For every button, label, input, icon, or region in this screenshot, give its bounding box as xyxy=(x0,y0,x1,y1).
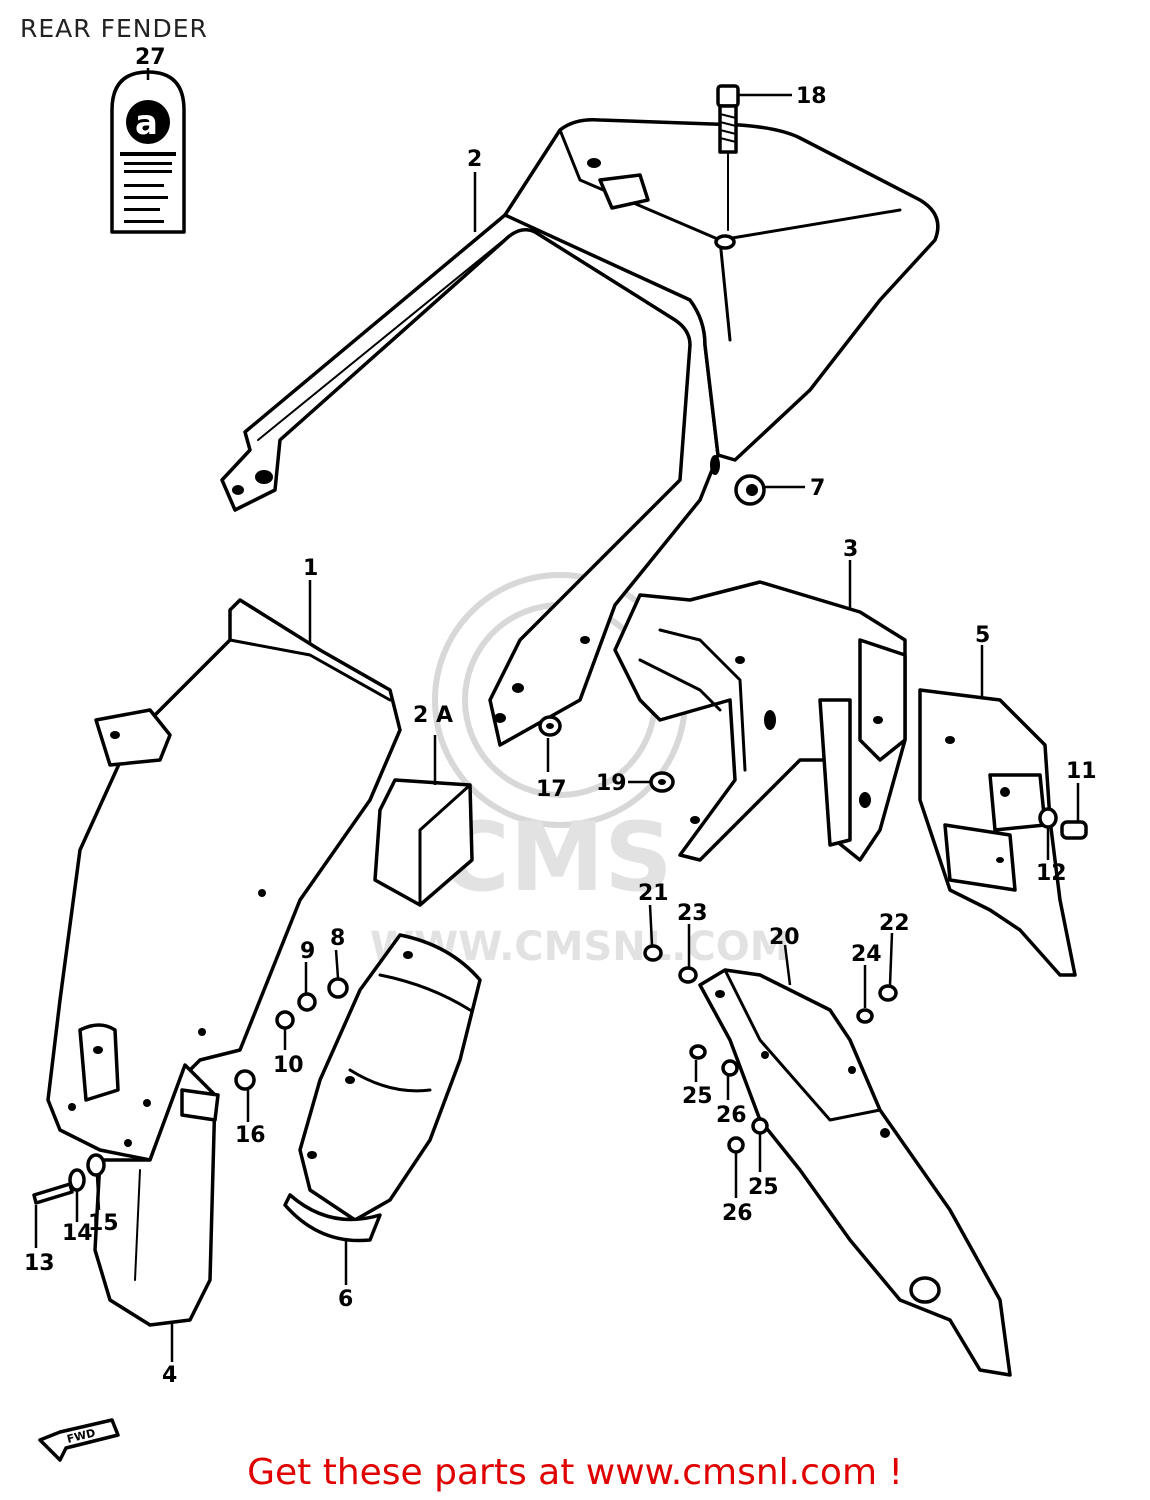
callout-25-b: 25 xyxy=(748,1175,779,1200)
part-24-washer xyxy=(856,1008,874,1024)
callout-23: 23 xyxy=(677,901,708,926)
callout-8: 8 xyxy=(330,926,345,951)
callout-10: 10 xyxy=(273,1053,304,1078)
part-4-mud-flap xyxy=(93,1063,220,1327)
callout-11: 11 xyxy=(1066,759,1097,784)
callout-2a: 2 A xyxy=(413,703,453,728)
callout-9: 9 xyxy=(300,939,315,964)
part-21-screw xyxy=(643,944,663,962)
leader-lines xyxy=(34,68,1080,1362)
callout-22: 22 xyxy=(879,911,910,936)
part-6-inner-fender xyxy=(283,933,482,1243)
footer-link-text[interactable]: Get these parts at www.cmsnl.com ! xyxy=(247,1452,903,1493)
part-8-bolt xyxy=(327,977,349,999)
callout-12: 12 xyxy=(1036,861,1067,886)
part-22-screw xyxy=(878,984,898,1002)
part-16-washer xyxy=(234,1069,256,1091)
part-2a-pad xyxy=(373,778,474,907)
part-19-nut xyxy=(649,771,675,793)
part-13-screw xyxy=(32,1182,74,1205)
part-7-grommet xyxy=(734,474,766,506)
callout-6: 6 xyxy=(338,1287,353,1312)
forward-arrow-icon: FWD xyxy=(38,1418,120,1462)
callout-14: 14 xyxy=(62,1221,93,1246)
callout-20: 20 xyxy=(769,925,800,950)
callout-13: 13 xyxy=(24,1251,55,1276)
callout-3: 3 xyxy=(843,537,858,562)
part-25-washer-b xyxy=(751,1117,769,1135)
part-26-nut-b xyxy=(727,1136,745,1154)
label-27-letter: a xyxy=(135,103,158,143)
part-26-nut-a xyxy=(721,1059,739,1077)
callout-7: 7 xyxy=(810,476,825,501)
callout-16: 16 xyxy=(235,1123,266,1148)
part-23-nut xyxy=(678,966,698,984)
callout-4: 4 xyxy=(162,1363,177,1388)
callout-17: 17 xyxy=(536,777,567,802)
callout-26-a: 26 xyxy=(716,1103,747,1128)
part-3-fender-bracket xyxy=(613,580,907,862)
callout-18: 18 xyxy=(796,84,827,109)
callout-2: 2 xyxy=(467,147,482,172)
callout-1: 1 xyxy=(303,556,318,581)
watermark-logo: CMS xyxy=(440,803,673,913)
callout-25-a: 25 xyxy=(682,1084,713,1109)
part-10-washer xyxy=(275,1010,295,1030)
part-14-washer xyxy=(68,1168,86,1192)
callout-21: 21 xyxy=(638,881,669,906)
part-11-bolt xyxy=(1060,820,1088,840)
callout-5: 5 xyxy=(975,623,990,648)
part-18-bolt xyxy=(714,84,740,250)
callout-26-b: 26 xyxy=(722,1201,753,1226)
part-5-license-bracket xyxy=(918,688,1077,977)
callout-19: 19 xyxy=(596,771,627,796)
page-title: REAR FENDER xyxy=(20,14,208,43)
part-15-washer xyxy=(86,1153,106,1177)
part-25-washer-a xyxy=(689,1044,707,1060)
part-1-rear-fender xyxy=(46,598,402,1162)
part-2-rear-frame xyxy=(220,117,940,747)
callout-15: 15 xyxy=(88,1211,119,1236)
part-9-washer xyxy=(297,992,317,1012)
part-17-washer xyxy=(538,715,562,737)
callout-27: 27 xyxy=(135,45,166,70)
part-20-rear-flap xyxy=(698,968,1012,1377)
part-12-washer xyxy=(1038,807,1058,829)
part-27-label-decal: a xyxy=(110,70,186,234)
callout-24: 24 xyxy=(851,942,882,967)
callout-numbers: 27 2 18 7 3 5 1 2 A 17 19 11 12 8 9 10 1… xyxy=(24,45,1097,1388)
